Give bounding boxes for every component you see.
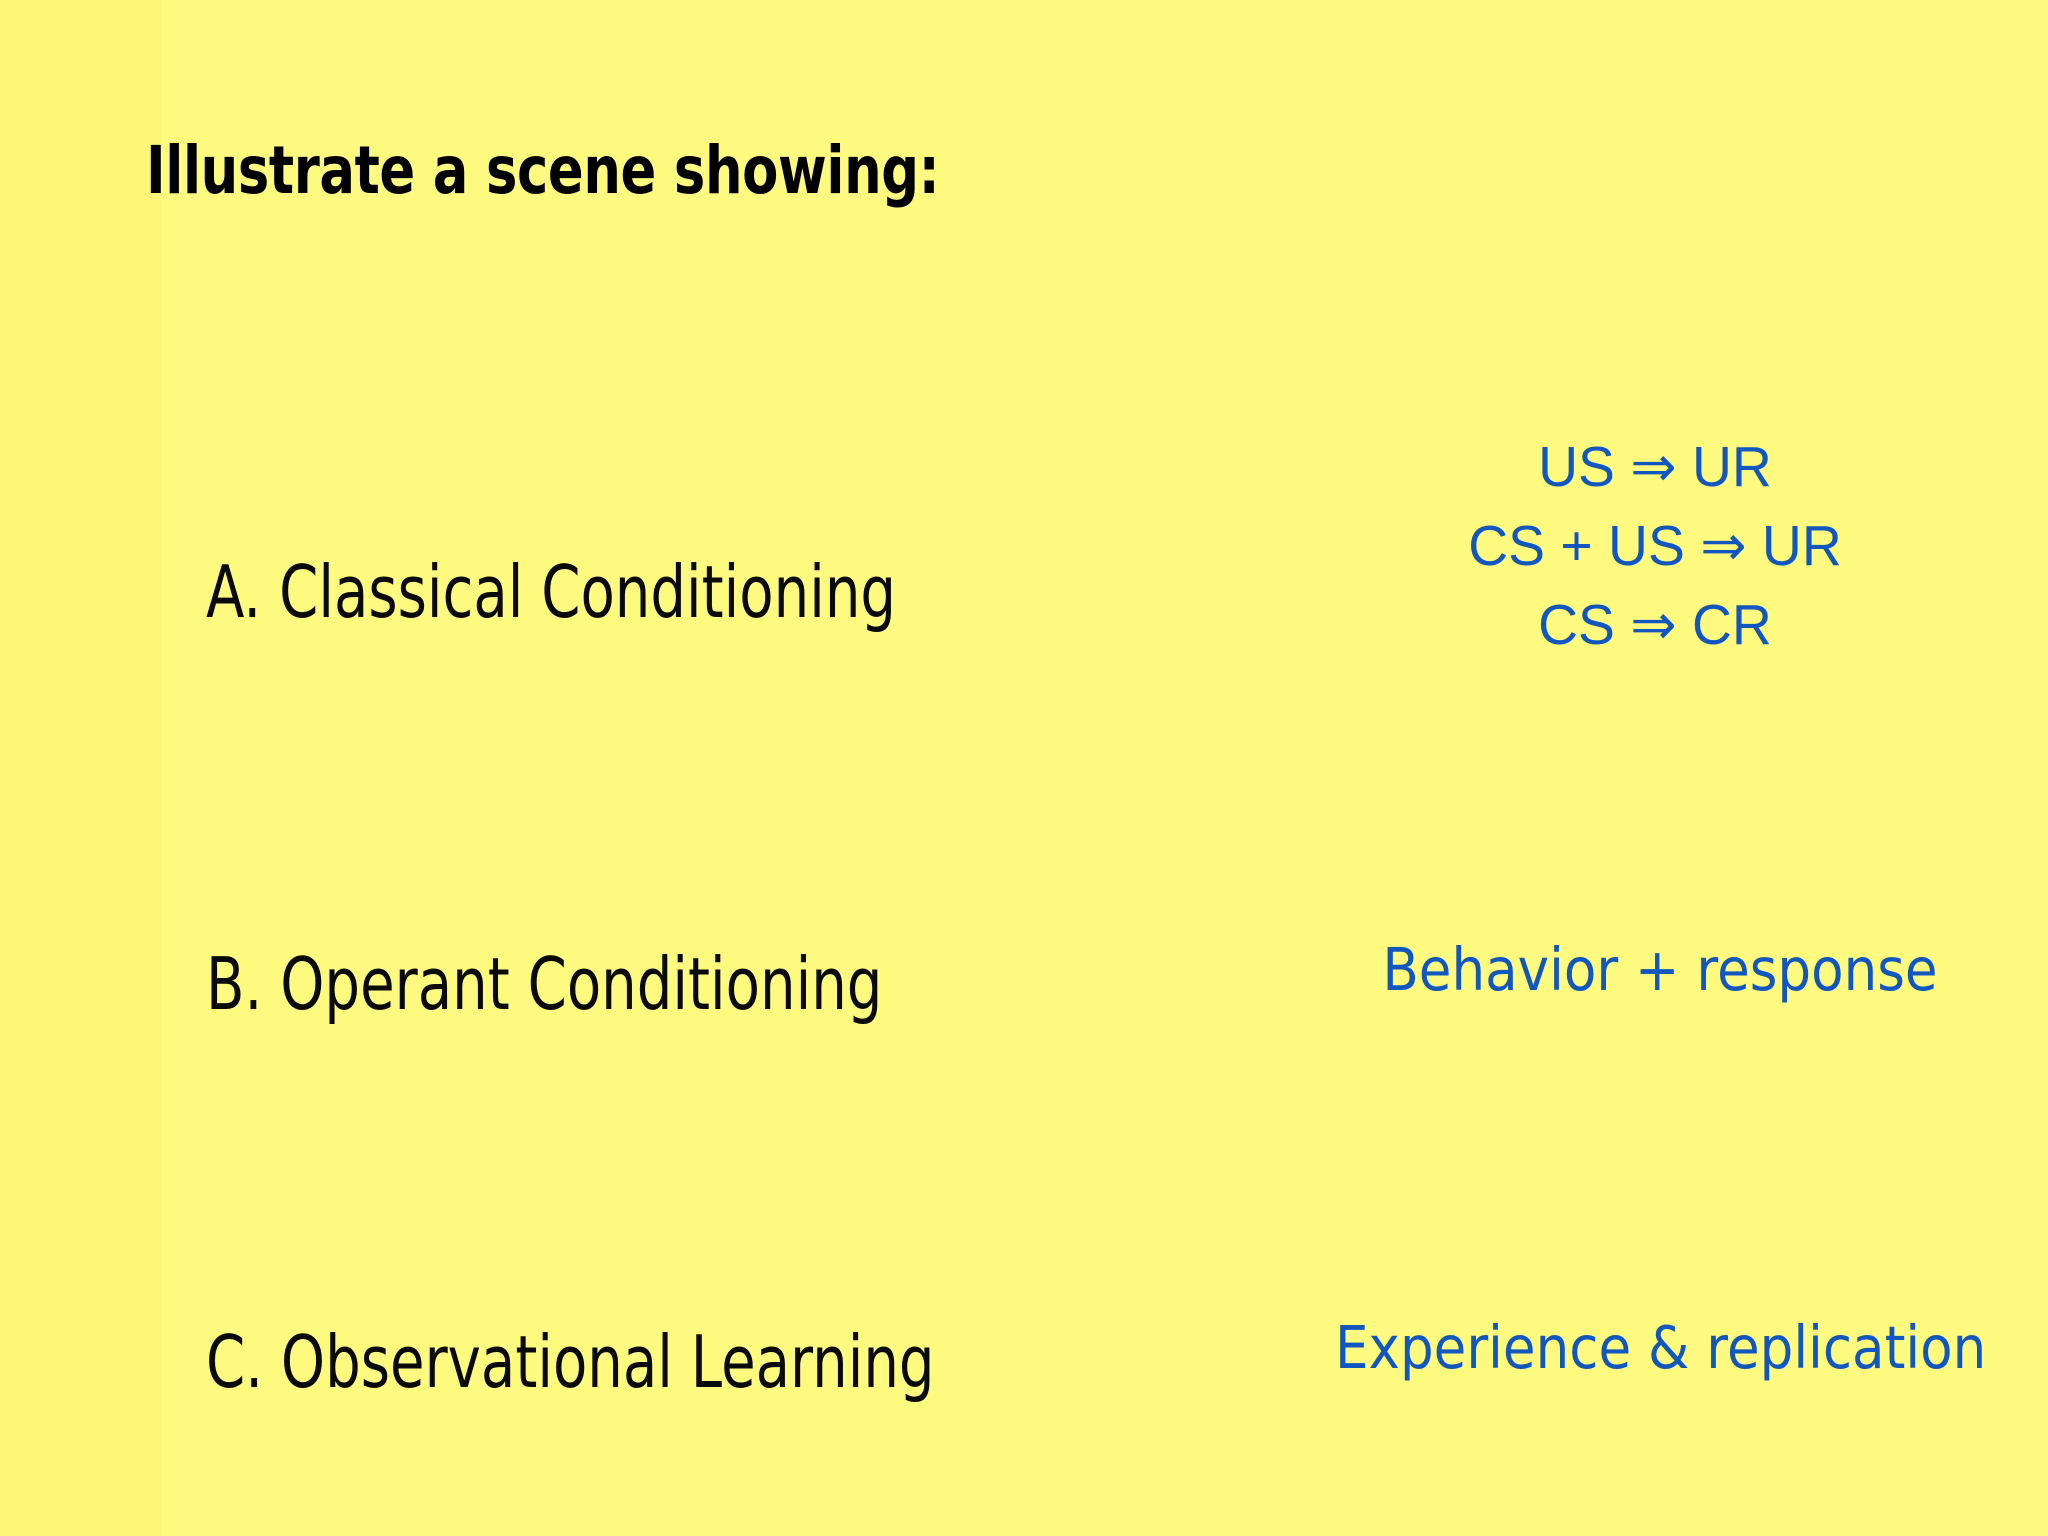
- annotation-observational-learning: Experience & replication: [1335, 1313, 1987, 1382]
- item-label-classical-conditioning: A. Classical Conditioning: [206, 550, 897, 634]
- page-title: Illustrate a scene showing:: [146, 132, 940, 209]
- annotation-operant-conditioning: Behavior + response: [1382, 935, 1938, 1004]
- item-label-observational-learning: C. Observational Learning: [206, 1320, 935, 1404]
- formula-line-cs-us-ur: CS + US ⇒ UR: [1468, 514, 1842, 578]
- formula-line-us-ur: US ⇒ UR: [1538, 435, 1772, 499]
- background-band-left: [0, 0, 161, 1536]
- formula-line-cs-cr: CS ⇒ CR: [1538, 593, 1772, 657]
- formula-block-classical-conditioning: US ⇒ UR CS + US ⇒ UR CS ⇒ CR: [1330, 428, 1980, 665]
- background-band-right: [161, 0, 2048, 1536]
- item-label-operant-conditioning: B. Operant Conditioning: [206, 942, 883, 1026]
